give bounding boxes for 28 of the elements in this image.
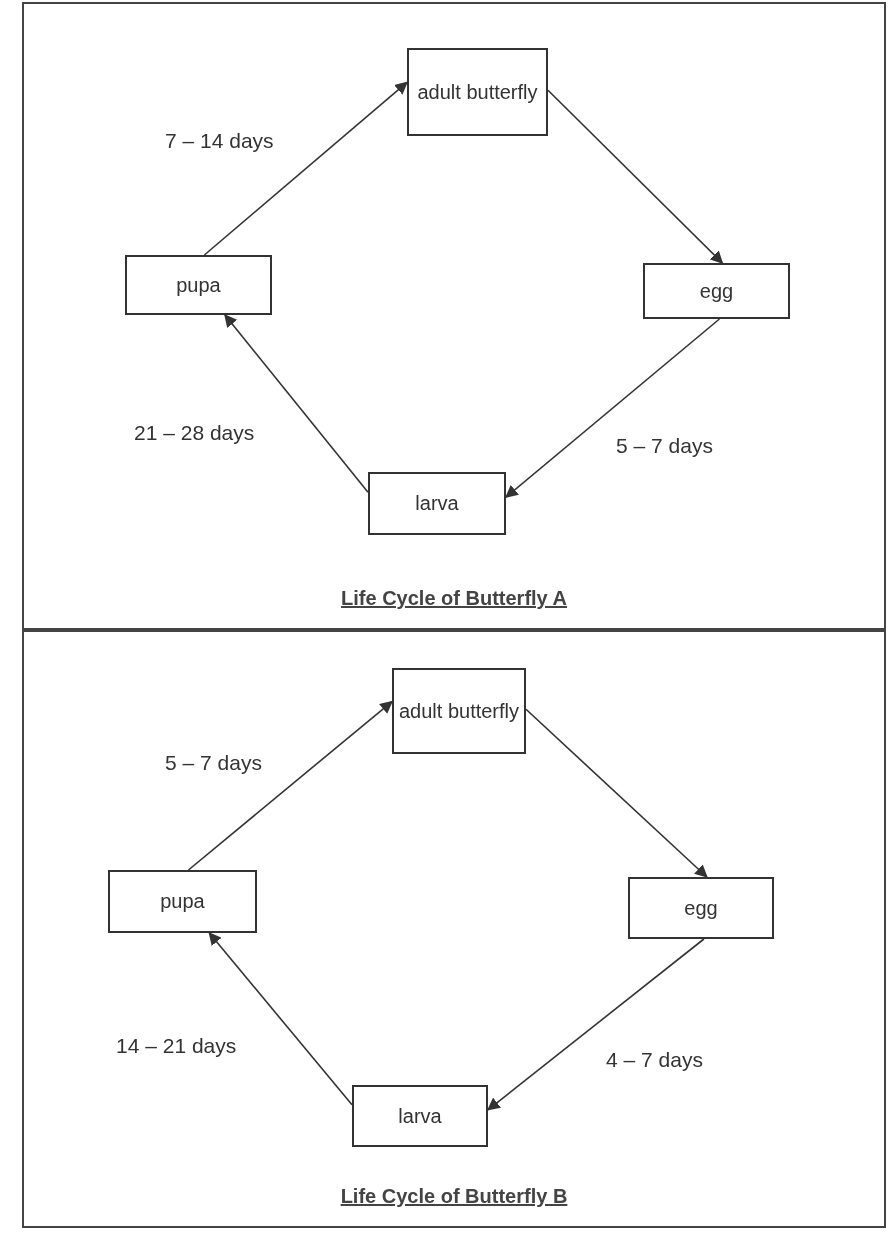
stage-box — [643, 263, 790, 319]
stage-label: egg — [698, 278, 735, 304]
stage-box — [125, 255, 272, 315]
arrow — [203, 81, 408, 256]
arrow — [525, 708, 708, 878]
arrow — [547, 89, 724, 264]
arrow — [224, 314, 369, 493]
panel-heading: Life Cycle of Butterfly B — [340, 1185, 568, 1208]
stage-label: larva — [397, 1103, 443, 1129]
stage-box — [368, 472, 506, 535]
stage-box — [628, 877, 774, 939]
stage-label: adult butterfly — [397, 698, 521, 724]
stage-label: adult butterfly — [416, 79, 539, 105]
panel-heading: Life Cycle of Butterfly A — [341, 587, 567, 610]
stage-box — [407, 48, 548, 136]
arrow — [505, 318, 721, 498]
arrow — [208, 932, 353, 1106]
stage-box — [392, 668, 526, 754]
arrow — [187, 700, 393, 871]
stage-label: egg — [683, 895, 719, 921]
stage-label: pupa — [159, 889, 206, 914]
stage-box — [108, 870, 257, 933]
panel-frame — [22, 630, 886, 1228]
stage-label: larva — [414, 491, 460, 516]
arrow — [487, 938, 705, 1111]
panel-frame — [22, 2, 886, 630]
stage-box — [352, 1085, 488, 1147]
stage-label: pupa — [175, 272, 222, 298]
